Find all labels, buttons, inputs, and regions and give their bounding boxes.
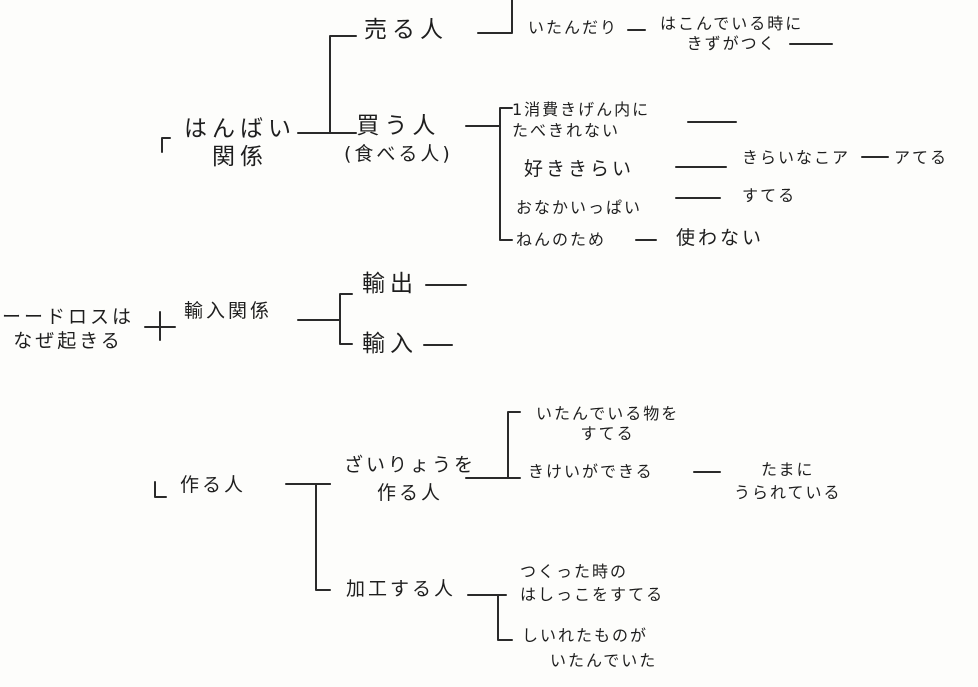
bracket-maker bbox=[315, 483, 331, 591]
farmer-reason-1-line1: いたんでいる物を bbox=[536, 404, 680, 423]
buyer-reason-4-detail: 使わない bbox=[676, 227, 765, 249]
buyer-node-line2: (食べる人) bbox=[344, 142, 453, 165]
seller-node: 売る人 bbox=[364, 17, 448, 43]
buyer-reason-1-line1: 1消費きげん内に bbox=[512, 100, 651, 119]
buyer-reason-2: 好ききらい bbox=[524, 158, 635, 180]
buyer-reason-4: ねんのため bbox=[516, 230, 607, 249]
seller-reason-detail-line1: はこんでいる時に bbox=[660, 14, 804, 33]
buyer-node-line1: 買う人 bbox=[356, 113, 441, 139]
maker-node: 作る人 bbox=[180, 474, 247, 496]
buyer-reason-3: おなかいっぱい bbox=[516, 198, 643, 217]
bracket-sales bbox=[329, 35, 357, 134]
buyer-reason-3-detail: すてる bbox=[742, 186, 797, 205]
tick-sales bbox=[161, 137, 171, 153]
processor-reason-1-line2: はしっこをすてる bbox=[520, 585, 665, 605]
buyer-node: 買う人 (食べる人) bbox=[344, 112, 453, 167]
bracket-trade bbox=[339, 293, 353, 345]
buyer-reason-1: 1消費きげん内に たべきれない bbox=[512, 100, 650, 142]
sales-relation-node: はんばい 関係 bbox=[184, 116, 296, 171]
farmer-node: ざいりょうを 作る人 bbox=[344, 452, 476, 507]
farmer-reason-2-detail-line2: うられている bbox=[734, 483, 842, 503]
processor-node: 加工する人 bbox=[346, 578, 457, 600]
processor-reason-1: つくった時の はしっこをすてる bbox=[520, 560, 664, 606]
buyer-reason-1-line2: たべきれない bbox=[512, 120, 621, 140]
root-topic-line2: なぜ起きる bbox=[13, 329, 123, 352]
root-topic-line1: ーードロスは bbox=[2, 306, 135, 328]
seller-reason: いたんだり bbox=[528, 18, 619, 37]
import-node: 輸入 bbox=[362, 331, 418, 357]
processor-reason-2-line2: いたんでいた bbox=[550, 650, 658, 670]
processor-reason-2: しいれたものが いたんでいた bbox=[522, 624, 657, 674]
farmer-node-line2: 作る人 bbox=[377, 481, 444, 504]
farmer-reason-1-line2: すてる bbox=[580, 424, 635, 443]
farmer-reason-2-detail-line1: たまに bbox=[761, 460, 815, 479]
root-topic: ーードロスは なぜ起きる bbox=[2, 306, 134, 354]
processor-reason-1-line1: つくった時の bbox=[520, 562, 629, 581]
buyer-reason-2-detail-1: きらいなこア bbox=[742, 148, 851, 167]
trade-relation-node: 輸入関係 bbox=[184, 300, 273, 322]
root-cross bbox=[144, 311, 176, 341]
bracket-farmer bbox=[507, 411, 521, 479]
buyer-reason-2-detail-2: アてる bbox=[894, 148, 949, 167]
seller-reason-detail: はこんでいる時に きずがつく bbox=[660, 14, 803, 54]
connector-seller-to-reason bbox=[477, 0, 513, 34]
bracket-buyer bbox=[499, 107, 513, 241]
sales-relation-line2: 関係 bbox=[212, 143, 268, 170]
processor-reason-2-line1: しいれたものが bbox=[522, 626, 649, 645]
sales-relation-line1: はんばい bbox=[184, 116, 296, 142]
farmer-node-line1: ざいりょうを bbox=[344, 454, 477, 476]
farmer-reason-1: いたんでいる物を すてる bbox=[536, 404, 679, 444]
tick-maker bbox=[154, 481, 167, 498]
export-node: 輸出 bbox=[362, 271, 418, 297]
seller-reason-detail-line2: きずがつく bbox=[686, 34, 777, 53]
farmer-reason-2: きけいができる bbox=[528, 462, 654, 481]
farmer-reason-2-detail: たまに うられている bbox=[734, 458, 842, 504]
bracket-processor bbox=[497, 594, 513, 641]
